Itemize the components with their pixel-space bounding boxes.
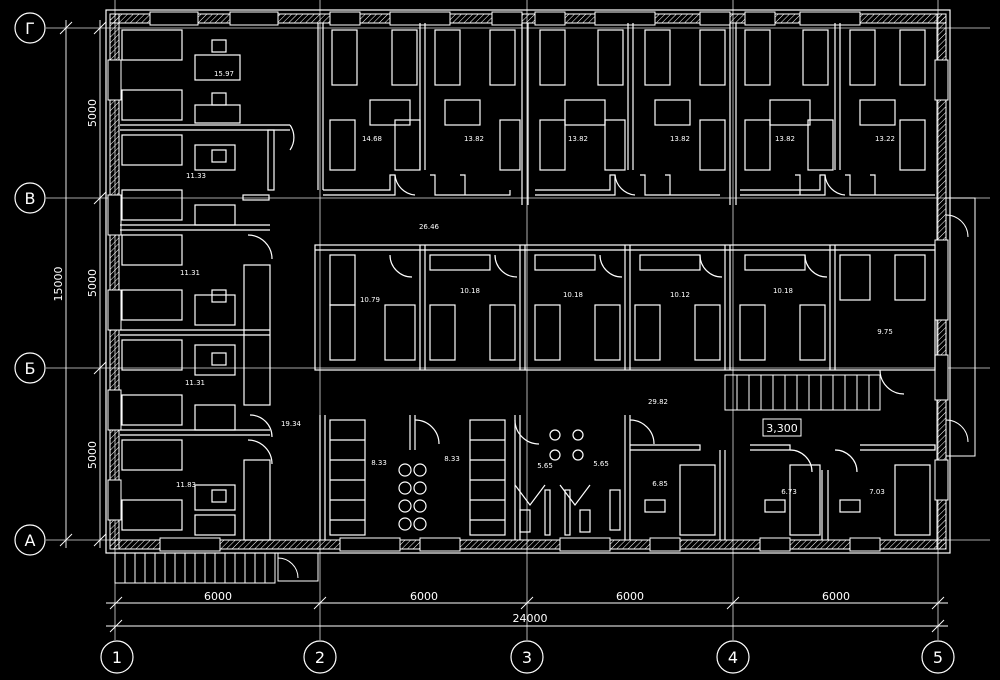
- axis-label-b: Б: [25, 359, 36, 378]
- entrance-stair-bottom-left: [114, 552, 319, 584]
- area-top-1: 14.68: [362, 135, 382, 143]
- dim-left-total: 15000: [52, 267, 65, 302]
- axis-label-4: 4: [728, 648, 738, 667]
- dim-left-2: 5000: [86, 269, 99, 297]
- left-dimension-lines: [59, 20, 107, 548]
- axis-label-2: 2: [315, 648, 325, 667]
- area-left-5: 11.83: [176, 481, 196, 489]
- windows-top: [149, 11, 861, 26]
- area-mid-5: 10.18: [773, 287, 793, 295]
- axis-label-5: 5: [933, 648, 943, 667]
- area-low-3: 7.03: [869, 488, 885, 496]
- area-mid-3: 10.18: [563, 291, 583, 299]
- axis-label-1: 1: [112, 648, 122, 667]
- left-wing-rooms: [120, 29, 295, 541]
- area-mid-6: 9.75: [877, 328, 893, 336]
- dim-bottom-total: 24000: [513, 612, 548, 625]
- area-hall-lower: 29.82: [648, 398, 668, 406]
- dim-left-1: 5000: [86, 99, 99, 127]
- area-left-corridor: 19.34: [281, 420, 302, 428]
- dim-bottom-1: 6000: [204, 590, 232, 603]
- area-mid-1: 10.79: [360, 296, 380, 304]
- right-entrance-vestibule: [945, 197, 976, 457]
- top-row-rooms: [317, 23, 935, 205]
- dim-bottom-2: 6000: [410, 590, 438, 603]
- axis-label-v: В: [25, 189, 36, 208]
- room-area-labels: 15.97 11.33 11.31 11.31 11.83 19.34 14.6…: [176, 70, 895, 496]
- area-wc-2: 5.65: [593, 460, 609, 468]
- windows-bottom: [159, 537, 881, 552]
- middle-row-rooms: [314, 244, 936, 395]
- dim-left-3: 5000: [86, 441, 99, 469]
- level-mark: 3,300: [766, 422, 798, 435]
- axis-label-3: 3: [522, 648, 532, 667]
- area-top-6: 13.22: [875, 135, 895, 143]
- area-low-1: 6.85: [652, 480, 668, 488]
- area-wc-1: 5.65: [537, 462, 553, 470]
- dim-bottom-4: 6000: [822, 590, 850, 603]
- area-mid-2: 10.18: [460, 287, 480, 295]
- interior-stair: [724, 374, 881, 411]
- area-shower-2: 8.33: [444, 455, 460, 463]
- area-corridor-main: 26.46: [419, 223, 440, 231]
- area-left-2: 11.33: [186, 172, 206, 180]
- area-left-top: 15.97: [214, 70, 234, 78]
- area-top-3: 13.82: [568, 135, 588, 143]
- area-low-2: 6.73: [781, 488, 797, 496]
- dim-bottom-3: 6000: [616, 590, 644, 603]
- level-mark-box: [762, 418, 802, 437]
- axis-letter-markers: Г В Б А: [14, 12, 46, 556]
- axis-number-markers: 1 2 3 4 5: [100, 640, 955, 674]
- area-left-3: 11.31: [180, 269, 200, 277]
- lower-row-rooms: [249, 414, 936, 540]
- area-shower-1: 8.33: [371, 459, 387, 467]
- area-top-5: 13.82: [775, 135, 795, 143]
- bottom-dimension-lines: [106, 596, 948, 633]
- area-top-2: 13.82: [464, 135, 484, 143]
- axis-label-a: А: [25, 531, 36, 550]
- windows-left: [107, 59, 122, 521]
- axis-label-g: Г: [25, 19, 35, 38]
- windows-right: [934, 59, 949, 501]
- area-top-4: 13.82: [670, 135, 690, 143]
- area-mid-4: 10.12: [670, 291, 690, 299]
- area-left-4: 11.31: [185, 379, 205, 387]
